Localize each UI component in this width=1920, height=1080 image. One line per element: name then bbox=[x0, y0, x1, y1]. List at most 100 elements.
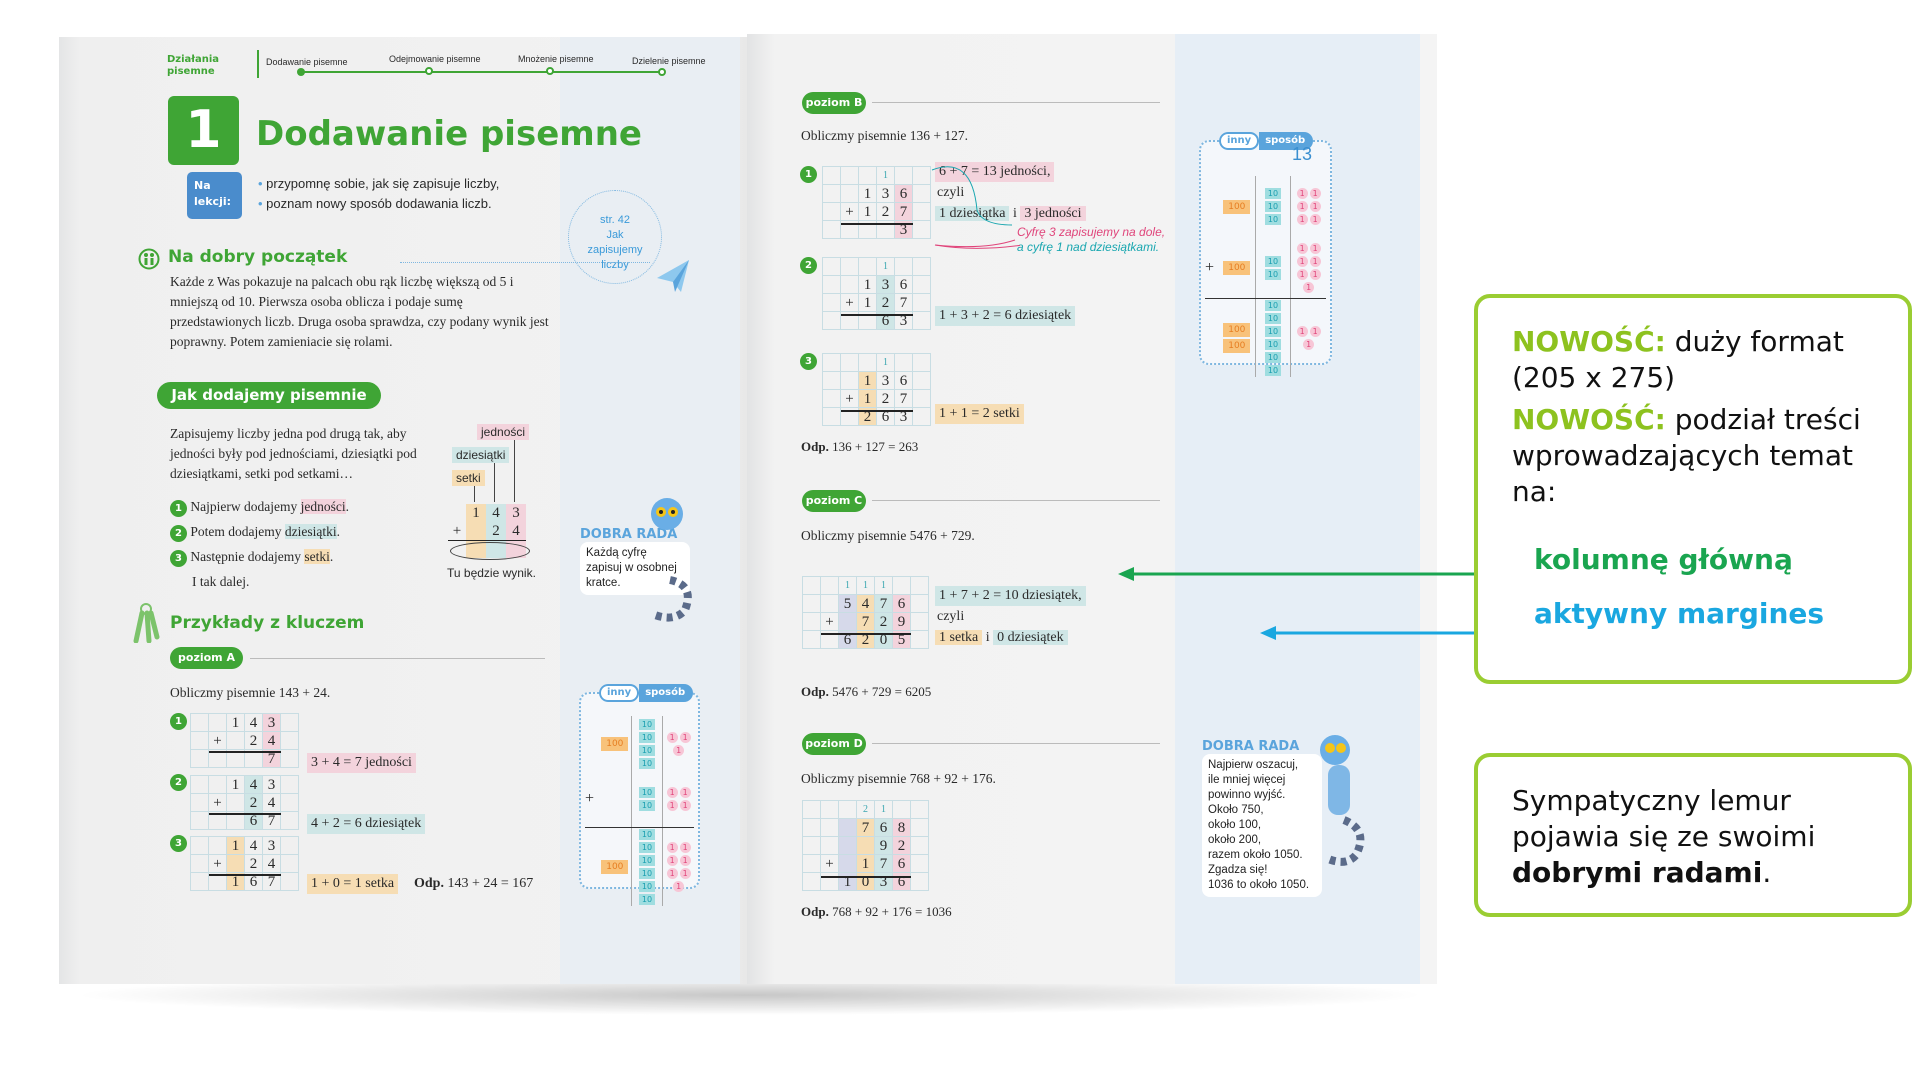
grid-cell bbox=[913, 167, 931, 185]
grid-cell bbox=[803, 837, 821, 855]
grid-digit: 1 bbox=[227, 837, 245, 855]
grid-cell bbox=[191, 714, 209, 732]
tens-token: 10 bbox=[1264, 339, 1282, 350]
grid-cell bbox=[859, 312, 877, 330]
grid-digit: 7 bbox=[895, 390, 913, 408]
how-step: 3 Następnie dodajemy setki. bbox=[170, 544, 349, 569]
grid-cell bbox=[191, 732, 209, 750]
level-c-badge: poziom C bbox=[802, 490, 866, 512]
grid-digit: 3 bbox=[895, 221, 913, 239]
hundreds-token-column: 100 bbox=[599, 828, 631, 906]
grid-digit: 6 bbox=[245, 873, 263, 891]
grid-cell bbox=[281, 750, 299, 768]
grid-cell bbox=[857, 837, 875, 855]
tens-token: 10 bbox=[1264, 201, 1282, 212]
grid-cell bbox=[841, 258, 859, 276]
rada-line: około 100, bbox=[1208, 819, 1262, 831]
grid-cell bbox=[841, 167, 859, 185]
grid-digit: 1 bbox=[859, 185, 877, 203]
tens-token: 10 bbox=[638, 787, 656, 799]
ones-token: 1 bbox=[1309, 326, 1321, 337]
grid-digit: 5 bbox=[839, 595, 857, 613]
annotation-box-lemur: Sympatyczny lemur pojawia się ze swoimi … bbox=[1474, 753, 1912, 917]
grid-digit: 7 bbox=[875, 855, 893, 873]
rada-line: Zgadza się! bbox=[1208, 864, 1268, 876]
grid-cell bbox=[803, 873, 821, 891]
note-b1-hint: Cyfrę 3 zapisujemy na dole,a cyfrę 1 nad… bbox=[1017, 225, 1166, 254]
grid-cell bbox=[823, 258, 841, 276]
grid-cell bbox=[823, 294, 841, 312]
hundreds-token: 100 bbox=[1223, 339, 1251, 353]
answer-c: Odp. 5476 + 729 = 6205 bbox=[801, 684, 932, 699]
tens-token: 10 bbox=[638, 731, 656, 743]
nav-dot bbox=[425, 67, 433, 75]
inny-tag: inny bbox=[599, 684, 640, 702]
grid-digit: 6 bbox=[895, 185, 913, 203]
hundreds-token-column: 100 bbox=[599, 716, 631, 772]
grid-digit: 2 bbox=[859, 408, 877, 426]
lemur-mascot-icon bbox=[1320, 735, 1365, 866]
grid-cell bbox=[191, 794, 209, 812]
grid-cell bbox=[841, 185, 859, 203]
grid-digit: 1 bbox=[859, 203, 877, 221]
tens-token: 10 bbox=[1264, 365, 1282, 376]
grid-cell bbox=[911, 577, 929, 595]
ones-token: 1 bbox=[1309, 255, 1321, 267]
ones-token: 1 bbox=[1296, 214, 1308, 225]
nav-dot bbox=[658, 68, 666, 76]
dotted-path bbox=[400, 262, 650, 263]
grid-digit: 3 bbox=[895, 312, 913, 330]
nav-item-dodawanie[interactable]: Dodawanie pisemne bbox=[266, 57, 348, 67]
nav-item-odejmowanie[interactable]: Odejmowanie pisemne bbox=[389, 54, 481, 64]
grid-digit: + bbox=[841, 294, 859, 312]
grid-cell bbox=[911, 873, 929, 891]
grid-digit: 1 bbox=[859, 390, 877, 408]
ones-token: 1 bbox=[1309, 214, 1321, 225]
divider bbox=[872, 500, 1160, 501]
grid-cell bbox=[911, 801, 929, 819]
grid-cell bbox=[823, 203, 841, 221]
grid-cell bbox=[209, 750, 227, 768]
note-b1-eq: 6 + 7 = 13 jedności, bbox=[935, 162, 1055, 182]
ones-token: 1 bbox=[1296, 188, 1308, 199]
grid-digit: 4 bbox=[263, 732, 281, 750]
tens-token: 10 bbox=[638, 868, 656, 880]
grid-cell bbox=[913, 372, 931, 390]
grid-digit: 6 bbox=[893, 595, 911, 613]
grid-digit: 2 bbox=[245, 794, 263, 812]
grid-cell bbox=[839, 613, 857, 631]
nav-dot-active bbox=[297, 68, 305, 76]
tens-token: 10 bbox=[638, 894, 656, 906]
goal-item: • poznam nowy sposób dodawania liczb. bbox=[258, 196, 492, 211]
nav-item-mnozenie[interactable]: Mnożenie pisemne bbox=[518, 54, 594, 64]
grid-digit: 6 bbox=[245, 812, 263, 830]
inny-tag: inny bbox=[1219, 132, 1260, 150]
grid-digit: 7 bbox=[263, 750, 281, 768]
grid-digit: 1 bbox=[859, 294, 877, 312]
nav-item-dzielenie[interactable]: Dzielenie pisemne bbox=[632, 56, 706, 66]
grid-cell bbox=[859, 354, 877, 372]
tens-token: 10 bbox=[1264, 313, 1282, 324]
divider bbox=[872, 102, 1160, 103]
ones-token: 1 bbox=[679, 842, 691, 854]
grid-digit: 6 bbox=[877, 312, 895, 330]
grid-cell bbox=[823, 312, 841, 330]
grid-digit: 2 bbox=[857, 801, 875, 819]
grid-digit: 4 bbox=[263, 855, 281, 873]
paper-plane-icon bbox=[657, 260, 689, 292]
grid-cell bbox=[895, 258, 913, 276]
grid-cell bbox=[227, 750, 245, 768]
grid-cell bbox=[859, 221, 877, 239]
how-step: 2 Potem dodajemy dziesiątki. bbox=[170, 519, 349, 544]
grid-cell bbox=[841, 312, 859, 330]
